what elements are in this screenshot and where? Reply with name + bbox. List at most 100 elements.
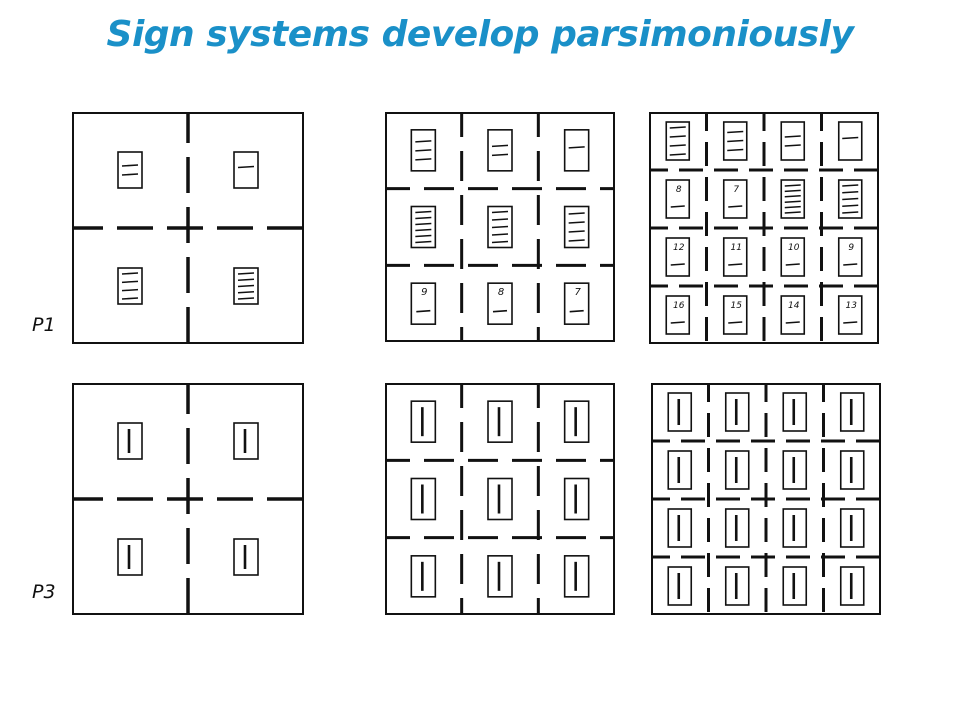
tally-stroke bbox=[568, 239, 585, 242]
tally-stroke bbox=[415, 140, 432, 143]
sign-card bbox=[667, 508, 693, 548]
tally-stroke bbox=[121, 272, 139, 275]
sign-card bbox=[233, 267, 259, 305]
sign-card bbox=[233, 151, 259, 189]
sign-number: 10 bbox=[788, 243, 800, 253]
card-outline bbox=[665, 295, 691, 335]
sign-card bbox=[410, 555, 437, 598]
tally-stroke bbox=[415, 240, 432, 244]
card-outline bbox=[410, 205, 437, 249]
card-outline bbox=[722, 237, 748, 277]
sign-card bbox=[839, 508, 865, 548]
tally-stroke bbox=[415, 234, 432, 238]
sign-card bbox=[782, 508, 808, 548]
tally-stroke bbox=[568, 212, 585, 215]
card-outline bbox=[117, 151, 143, 189]
tally-stroke bbox=[843, 321, 858, 324]
tally-stroke bbox=[237, 291, 255, 294]
tally-stroke bbox=[491, 153, 509, 157]
tally-stroke bbox=[842, 211, 859, 214]
sign-card bbox=[487, 400, 513, 443]
sign-card bbox=[117, 267, 143, 305]
tally-stroke bbox=[785, 263, 800, 266]
row-label-p3: P3 bbox=[32, 581, 56, 603]
sign-card bbox=[665, 121, 691, 161]
sign-card bbox=[839, 392, 865, 432]
sign-card: 8 bbox=[487, 282, 513, 325]
sign-number: 9 bbox=[421, 287, 427, 298]
tally-stroke bbox=[491, 225, 509, 229]
tally-stroke bbox=[784, 200, 801, 203]
card-outline bbox=[563, 282, 590, 325]
sign-number: 13 bbox=[846, 301, 858, 311]
tally-stroke bbox=[727, 148, 744, 152]
sign-card: 13 bbox=[837, 295, 863, 335]
tally-stroke bbox=[237, 272, 255, 275]
grid-frame bbox=[385, 383, 615, 615]
tally-stroke bbox=[842, 204, 859, 207]
sign-card bbox=[837, 121, 863, 161]
sign-card: 12 bbox=[665, 237, 691, 277]
sign-card bbox=[410, 477, 437, 521]
sign-card bbox=[724, 392, 750, 432]
card-outline bbox=[410, 282, 437, 325]
tally-stroke bbox=[237, 165, 255, 169]
sign-card bbox=[782, 566, 808, 606]
sign-card bbox=[563, 205, 590, 249]
card-outline bbox=[837, 121, 863, 161]
tally-stroke bbox=[670, 205, 685, 208]
tally-stroke bbox=[784, 144, 801, 147]
tally-stroke bbox=[568, 221, 585, 224]
sign-card: 9 bbox=[837, 237, 863, 277]
sign-card bbox=[839, 566, 865, 606]
tally-stroke bbox=[728, 205, 743, 208]
card-outline bbox=[665, 121, 691, 161]
sign-card bbox=[117, 538, 143, 576]
tally-stroke bbox=[415, 228, 432, 232]
sign-card bbox=[410, 129, 437, 172]
tally-stroke bbox=[784, 135, 801, 138]
sign-card: 11 bbox=[722, 237, 748, 277]
tally-stroke bbox=[784, 195, 801, 198]
sign-card bbox=[233, 538, 259, 576]
card-outline bbox=[780, 237, 806, 277]
sign-card bbox=[563, 555, 590, 598]
sign-card: 8 bbox=[665, 179, 691, 219]
sign-card bbox=[117, 151, 143, 189]
card-outline bbox=[780, 179, 806, 219]
sign-card: 16 bbox=[665, 295, 691, 335]
tally-stroke bbox=[843, 263, 858, 266]
sign-card bbox=[780, 179, 806, 219]
sign-card bbox=[487, 555, 513, 598]
tally-stroke bbox=[416, 309, 431, 313]
sign-card bbox=[563, 129, 590, 172]
grid-p3-3x3 bbox=[385, 383, 615, 615]
card-outline bbox=[563, 129, 590, 172]
tally-stroke bbox=[121, 297, 139, 300]
card-outline bbox=[722, 179, 748, 219]
tally-stroke bbox=[670, 263, 685, 266]
tally-stroke bbox=[415, 149, 432, 152]
sign-card: 15 bbox=[722, 295, 748, 335]
sign-card bbox=[839, 450, 865, 490]
sign-card bbox=[667, 566, 693, 606]
tally-stroke bbox=[491, 210, 509, 214]
sign-card bbox=[780, 121, 806, 161]
tally-stroke bbox=[669, 144, 686, 147]
tally-stroke bbox=[785, 321, 800, 324]
tally-stroke bbox=[237, 278, 255, 281]
grid-p1-2x2 bbox=[72, 112, 304, 344]
grid-frame bbox=[385, 112, 615, 342]
sign-card bbox=[563, 400, 590, 443]
sign-card: 9 bbox=[410, 282, 437, 325]
sign-card bbox=[487, 205, 513, 249]
tally-stroke bbox=[569, 309, 584, 313]
sign-card bbox=[563, 477, 590, 521]
sign-card bbox=[487, 477, 513, 521]
tally-stroke bbox=[121, 173, 139, 176]
grid-p3-4x4 bbox=[651, 383, 881, 615]
sign-number: 11 bbox=[731, 243, 742, 253]
sign-number: 8 bbox=[498, 287, 504, 298]
tally-stroke bbox=[237, 297, 255, 300]
